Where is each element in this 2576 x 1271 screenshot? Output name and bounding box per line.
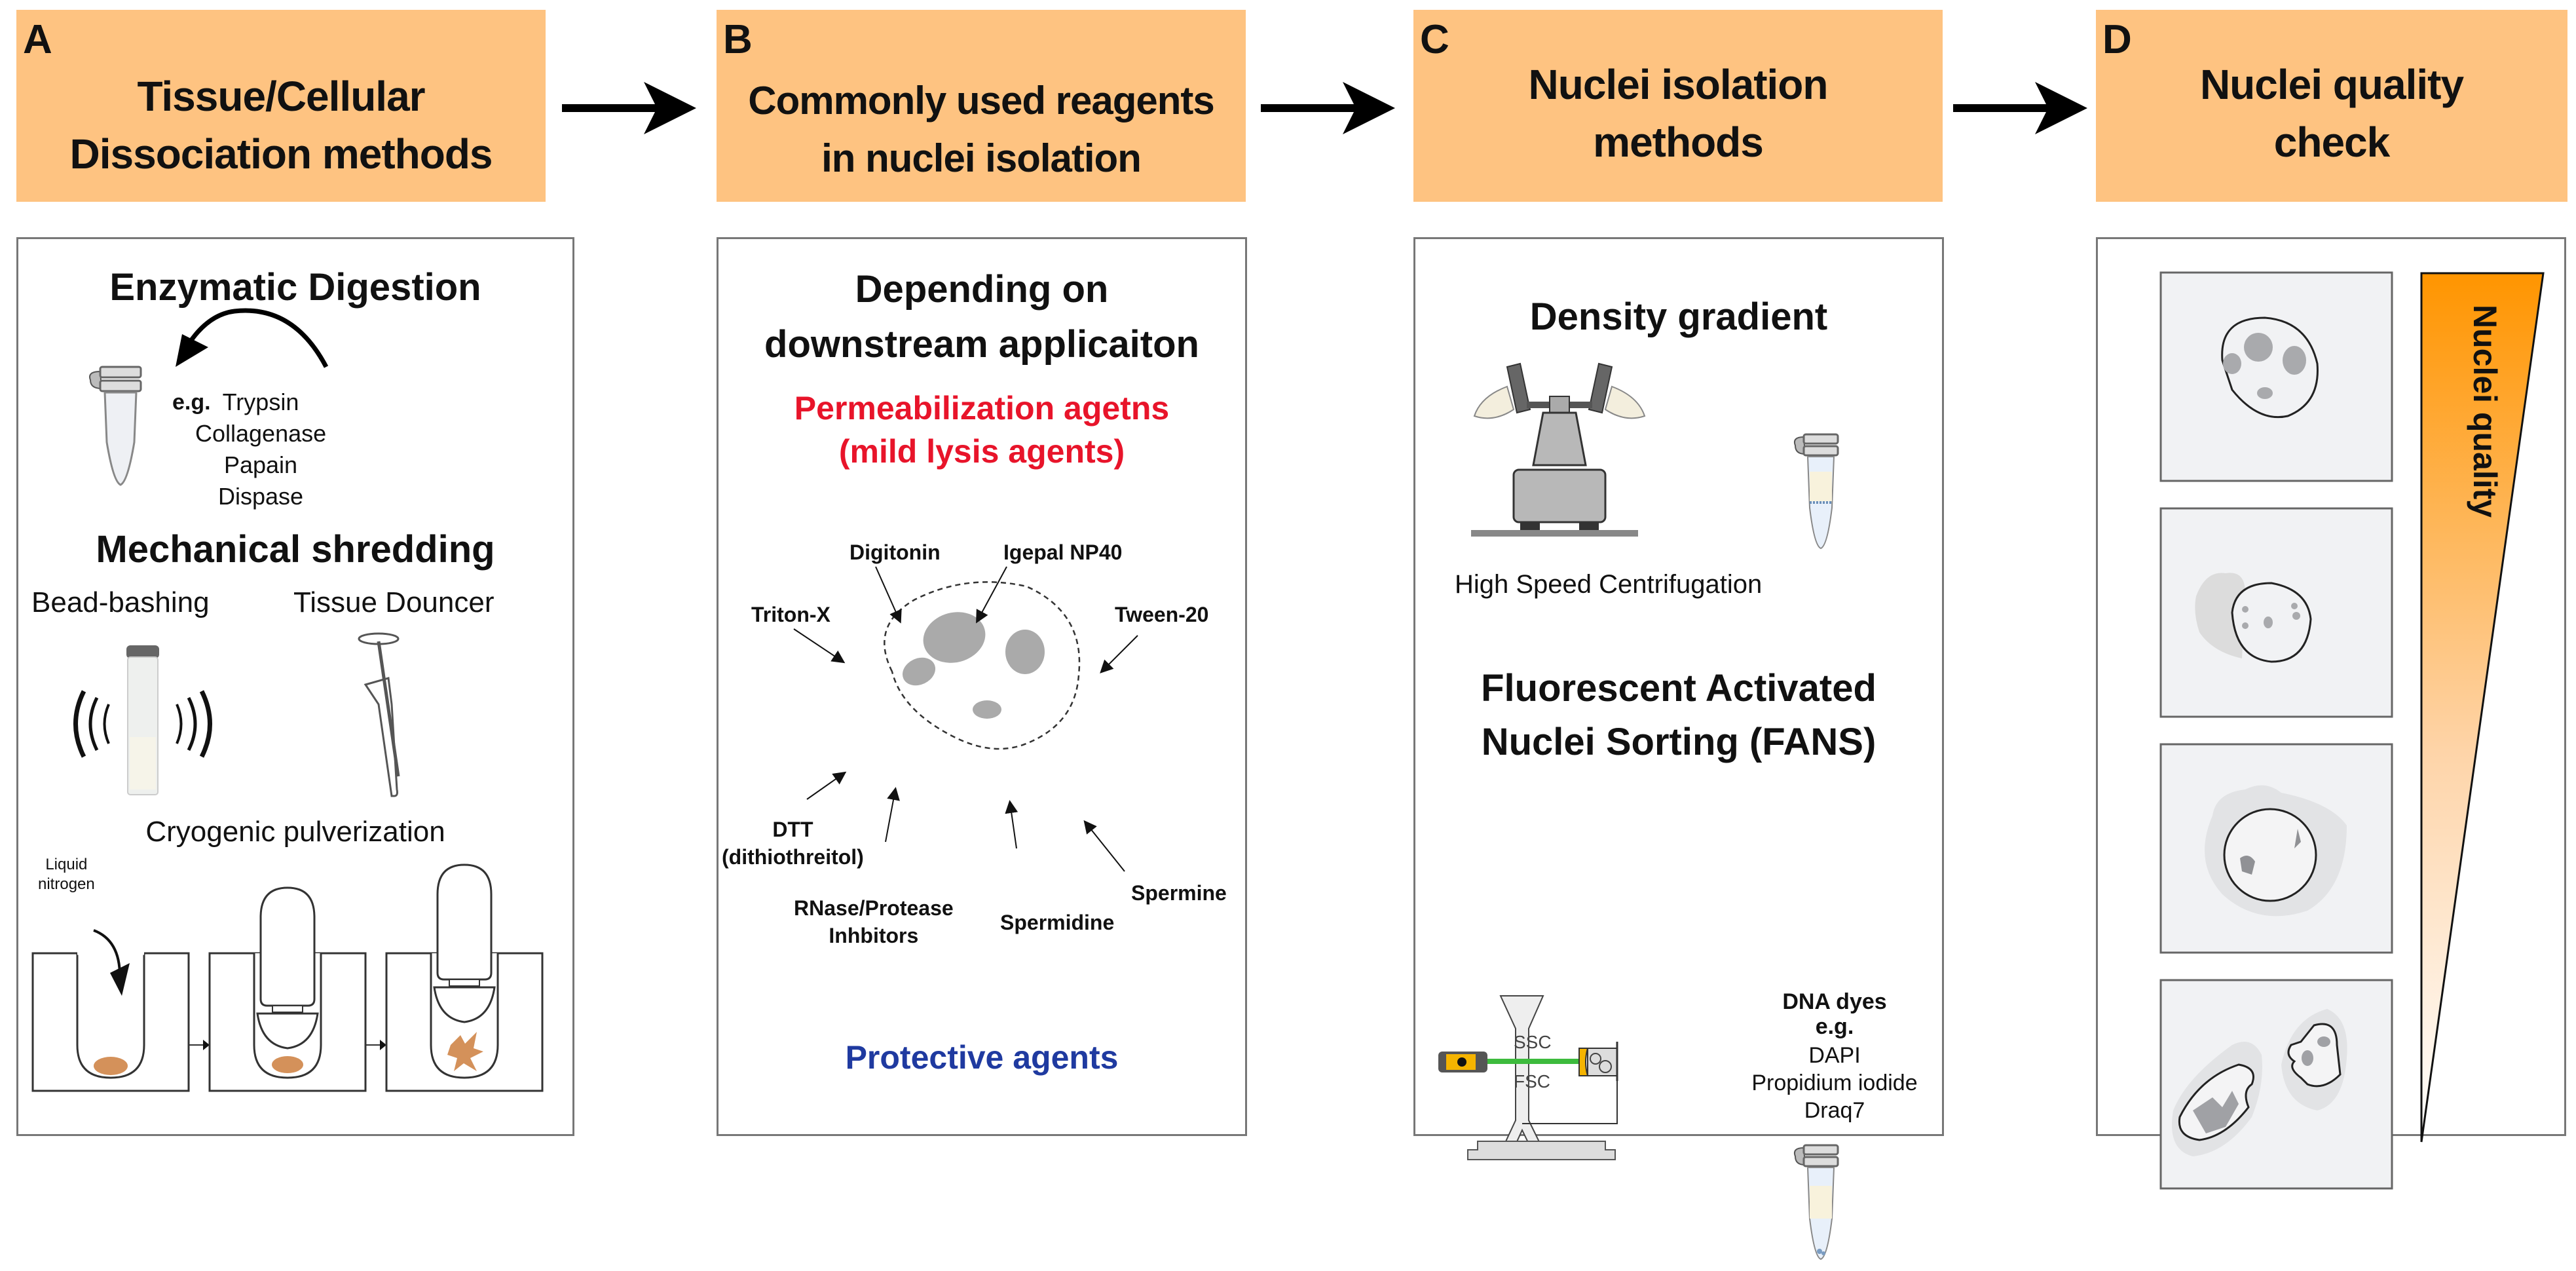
gradient-tube-icon: [1793, 433, 1839, 550]
high-speed-centrifugation-label: High Speed Centrifugation: [1455, 570, 1763, 599]
reagents-heading: Depending on downstream applicaiton: [764, 268, 1199, 366]
agent-label: RNase/Protease Inhbitors: [794, 896, 954, 947]
flow-arrow-icon: [1261, 82, 1395, 134]
enzyme-item: Papain: [223, 451, 298, 478]
step-letter: C: [1420, 17, 1449, 62]
sorted-nuclei-tube-icon: [1793, 1144, 1839, 1261]
cryogenic-mortar-pestle-illustration: [31, 863, 544, 1092]
fsc-label: FSC: [1514, 1071, 1550, 1091]
dye-item: Propidium iodide: [1751, 1071, 1918, 1095]
mechanical-shredding-title: Mechanical shredding: [96, 528, 495, 571]
step-title: Commonly used reagents in nuclei isolati…: [748, 79, 1215, 180]
tissue-douncer-icon: [358, 632, 400, 797]
nucleus-quality-level-4: [2159, 979, 2393, 1190]
step-title: Nuclei isolation methods: [1528, 61, 1829, 166]
step-title: Nuclei quality check: [2199, 61, 2464, 166]
step-d-header: D Nuclei quality check: [2096, 10, 2567, 202]
ssc-label: SSC: [1514, 1032, 1552, 1052]
nucleus-quality-level-1: [2159, 271, 2393, 482]
dye-item: DAPI: [1808, 1043, 1861, 1068]
enzyme-list: Trypsin Collagenase Papain Dispase: [195, 387, 326, 512]
protective-agents-heading: Protective agents: [845, 1039, 1119, 1076]
curved-arrow-icon: [176, 308, 329, 368]
dye-list: DAPI Propidium iodide Draq7: [1730, 1042, 1939, 1124]
flow-sorter-icon: [1438, 995, 1618, 1160]
step-letter: A: [23, 17, 52, 62]
nucleus-quality-level-2: [2159, 507, 2393, 718]
eg-label: e.g.: [172, 390, 211, 415]
step-title: Tissue/Cellular Dissociation methods: [69, 73, 493, 178]
agent-label: Tween-20: [1115, 603, 1209, 626]
agent-label: Digitonin: [849, 541, 941, 564]
liquid-nitrogen-label: Liquid nitrogen: [38, 856, 95, 893]
fans-title: Fluorescent Activated Nuclei Sorting (FA…: [1481, 667, 1876, 763]
agent-label: DTT (dithiothreitol): [722, 818, 864, 869]
nucleus-quality-level-3: [2159, 743, 2393, 954]
dna-dyes-label: DNA dyes e.g.: [1782, 989, 1887, 1039]
agent-label: Igepal NP40: [1003, 541, 1123, 564]
nucleus-reagent-diagram: [793, 566, 1138, 872]
enzyme-item: Collagenase: [195, 420, 327, 447]
panel-d-quality-check: Nuclei quality: [2096, 237, 2566, 1190]
permeabilization-agents-heading: Permeabilization agetns (mild lysis agen…: [794, 390, 1170, 470]
panel-b-reagents: Depending on downstream applicaiton Perm…: [717, 237, 1247, 1136]
centrifuge-icon: [1471, 362, 1646, 537]
step-letter: D: [2102, 17, 2132, 62]
tissue-douncer-label: Tissue Douncer: [293, 586, 495, 618]
bead-bashing-label: Bead-bashing: [31, 586, 210, 618]
flow-arrow-icon: [1953, 82, 2087, 134]
step-b-header: B Commonly used reagents in nuclei isola…: [717, 10, 1246, 202]
enzymatic-digestion-title: Enzymatic Digestion: [109, 266, 481, 309]
microcentrifuge-tube-icon: [89, 366, 142, 486]
enzyme-item: Trypsin: [222, 389, 299, 415]
agent-label: Spermidine: [1000, 911, 1115, 934]
dye-item: Draq7: [1804, 1098, 1865, 1123]
step-a-header: A Tissue/Cellular Dissociation methods: [16, 10, 546, 202]
nuclei-quality-label: Nuclei quality: [2467, 305, 2503, 518]
panel-c-isolation-methods: Density gradient High Speed Centrifugati…: [1413, 237, 1944, 1261]
enzyme-item: Dispase: [217, 483, 304, 510]
cryogenic-pulverization-label: Cryogenic pulverization: [145, 816, 445, 848]
step-c-header: C Nuclei isolation methods: [1413, 10, 1943, 202]
panel-a-dissociation: Enzymatic Digestion e.g. Trypsin Collage…: [16, 237, 574, 1136]
flow-arrow-icon: [562, 82, 696, 134]
agent-label: Spermine: [1131, 881, 1227, 905]
step-letter: B: [723, 17, 753, 62]
bead-beating-tube-icon: [73, 645, 212, 795]
agent-label: Triton-X: [751, 603, 831, 626]
quality-gradient-wedge: [2420, 272, 2545, 1143]
density-gradient-title: Density gradient: [1529, 295, 1828, 338]
